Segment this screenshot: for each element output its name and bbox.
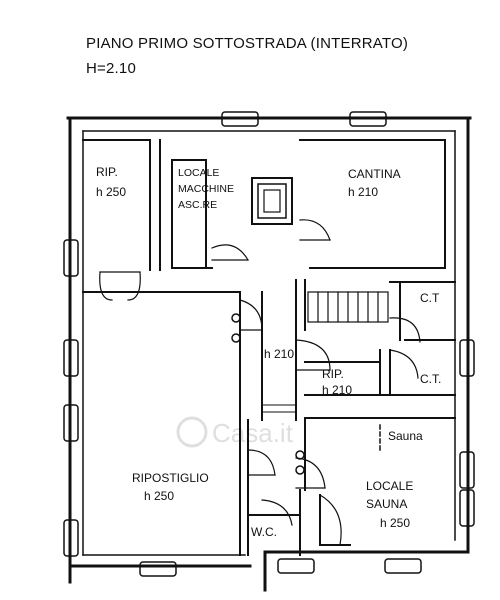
room-label-wc: W.C. bbox=[251, 525, 277, 539]
room-label-locale-sauna-1: LOCALE bbox=[366, 479, 413, 493]
room-label-locale-sauna-2: SAUNA bbox=[366, 497, 407, 511]
room-label-rip-top: RIP. bbox=[96, 165, 118, 179]
plan-title: PIANO PRIMO SOTTOSTRADA (INTERRATO) bbox=[86, 35, 409, 52]
elevator-shaft bbox=[251, 177, 293, 225]
room-label-locale-macchine-2: MACCHINE bbox=[178, 183, 234, 195]
room-height-corridor: h 210 bbox=[264, 347, 294, 361]
room-label-ct-bottom: C.T. bbox=[420, 372, 441, 386]
room-label-locale-macchine-1: LOCALE bbox=[178, 167, 219, 179]
staircase bbox=[307, 291, 389, 323]
doors bbox=[99, 219, 421, 546]
room-label-cantina: CANTINA bbox=[348, 167, 401, 181]
room-labels: RIP. h 250 LOCALE MACCHINE ASC.RE CANTIN… bbox=[96, 165, 441, 539]
floor-height-label: H=2.10 bbox=[86, 60, 136, 77]
room-label-ripostiglio: RIPOSTIGLIO bbox=[132, 471, 209, 485]
room-label-rip-mid: RIP. bbox=[322, 367, 344, 381]
windows bbox=[63, 111, 475, 577]
watermark-text: Casa.it bbox=[212, 418, 294, 448]
room-height-rip-top: h 250 bbox=[96, 185, 126, 199]
room-height-cantina: h 210 bbox=[348, 185, 378, 199]
room-height-rip-mid: h 210 bbox=[322, 383, 352, 397]
room-height-ripostiglio: h 250 bbox=[144, 489, 174, 503]
room-height-locale-sauna: h 250 bbox=[380, 516, 410, 530]
watermark: Casa.it bbox=[176, 416, 294, 448]
room-label-sauna: Sauna bbox=[388, 429, 423, 443]
room-label-ct-top: C.T bbox=[420, 291, 440, 305]
walls bbox=[63, 111, 475, 592]
room-label-locale-macchine-3: ASC.RE bbox=[178, 199, 217, 211]
